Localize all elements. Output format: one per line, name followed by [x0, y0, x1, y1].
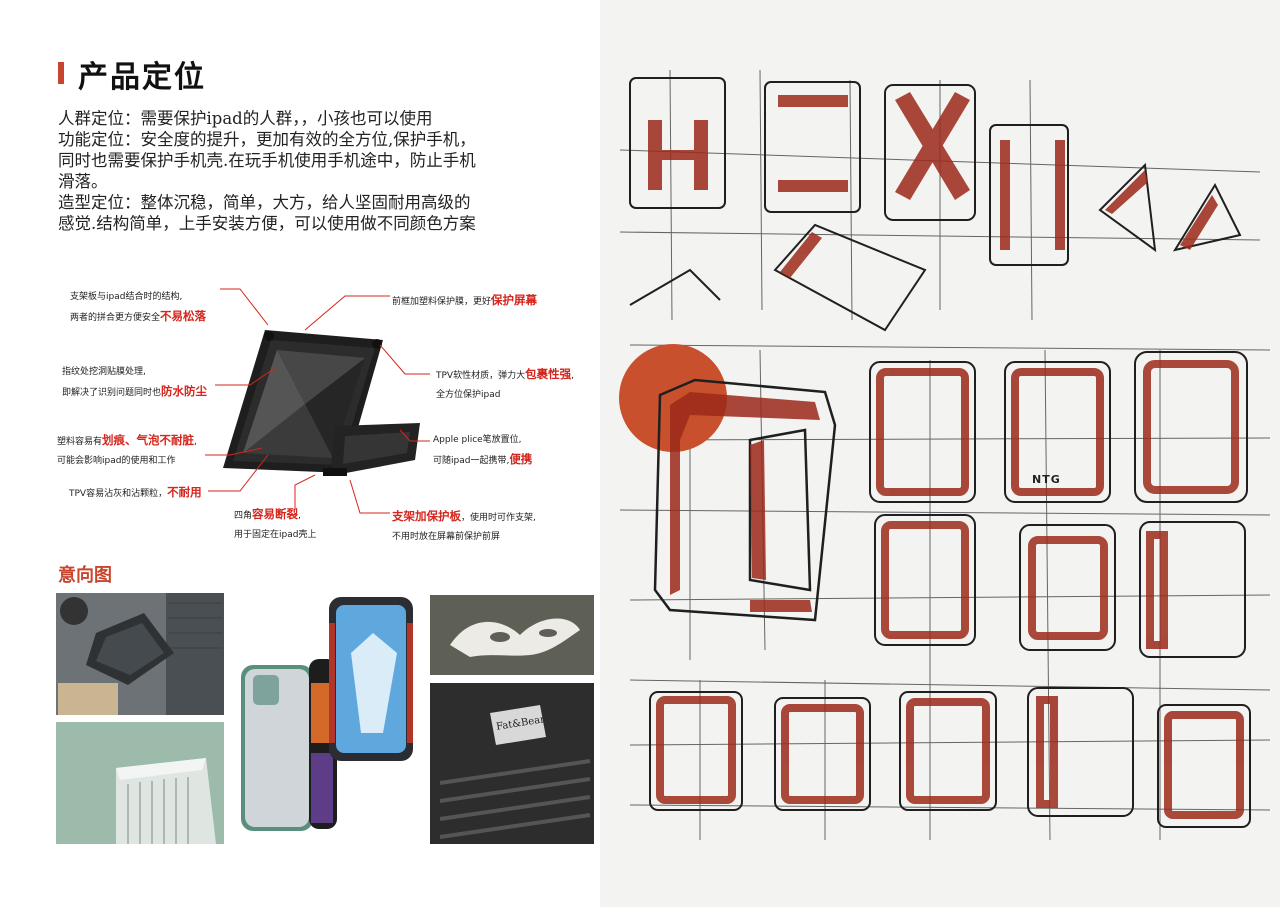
- page-title: 产品定位: [78, 60, 206, 95]
- case-logo-text: NTG: [1032, 473, 1061, 486]
- hand-sketch-board: [619, 69, 1271, 841]
- annotation-pencil-holder: Apple plice笔放置位, 可随ipad一起携带,便携: [433, 435, 533, 466]
- annotation-stand-structure: 支架板与ipad结合时的结构, 两者的拼合更方便安全不易松落: [70, 292, 207, 323]
- mood-photo-green-luggage: [56, 722, 224, 844]
- annotation-fingerprint: 指纹处挖洞贴膜处理, 即解决了识别问题同时也防水防尘: [62, 367, 208, 398]
- mood-photo-carbon-case: [56, 593, 224, 715]
- paragraph-line: 感觉.结构简单，上手安装方便，可以使用做不同颜色方案: [58, 214, 476, 233]
- annotation-stand-board: 支架加保护板，使用时可作支架, 不用时放在屏幕前保护前屏: [392, 509, 536, 542]
- paragraph-line: 同时也需要保护手机壳.在玩手机使用手机途中，防止手机: [58, 151, 476, 170]
- mood-photo-fatbear-case: Fat&Bear: [430, 683, 594, 844]
- annotation-plastic-scratch: 塑料容易有划痕、气泡不耐脏, 可能会影响ipad的使用和工作: [57, 433, 197, 466]
- annotation-tpv-dust: TPV容易沾灰和沾颗粒，不耐用: [69, 485, 202, 499]
- mood-photo-iphone-cases: [233, 593, 421, 837]
- paragraph-line: 造型定位：整体沉稳，简单，大方，给人坚固耐用高级的: [58, 193, 471, 212]
- mood-board-title: 意向图: [58, 565, 112, 586]
- paragraph-line: 滑落。: [58, 172, 108, 191]
- annotation-tpv-material: TPV软性材质，弹力大包裹性强, 全方位保护ipad: [436, 367, 574, 400]
- annotation-corners: 四角容易断裂, 用于固定在ipad壳上: [234, 507, 317, 540]
- title-accent-bar: [58, 62, 64, 84]
- annotation-front-frame: 前框加塑料保护膜，更好保护屏幕: [392, 293, 538, 307]
- annotation-leader-lines: [205, 288, 430, 514]
- positioning-paragraph: 人群定位：需要保护ipad的人群，，小孩也可以使用 功能定位：安全度的提升，更加…: [58, 108, 578, 234]
- paragraph-line: 功能定位：安全度的提升，更加有效的全方位,保护手机，: [58, 130, 476, 149]
- paragraph-line: 人群定位：需要保护ipad的人群，，小孩也可以使用: [58, 109, 433, 128]
- mood-photo-white-sculpture: [430, 595, 594, 675]
- left-panel: 产品定位 人群定位：需要保护ipad的人群，，小孩也可以使用 功能定位：安全度的…: [0, 0, 600, 907]
- ipad-case-illustration: [223, 330, 420, 476]
- sketch-panel: NTG: [600, 0, 1280, 907]
